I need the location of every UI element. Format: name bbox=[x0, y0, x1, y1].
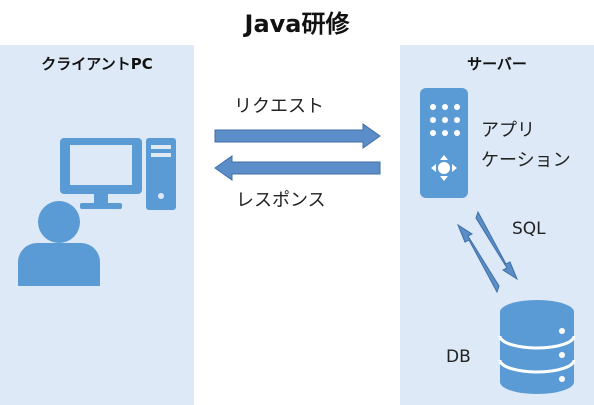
pc-tower-icon bbox=[146, 138, 176, 210]
server-title: サーバー bbox=[467, 55, 527, 73]
page-title: Java研修 bbox=[244, 10, 350, 38]
client-pc-title: クライアントPC bbox=[41, 55, 153, 73]
request-arrow bbox=[214, 123, 381, 149]
db-label: DB bbox=[446, 347, 471, 367]
client-pc-panel: クライアントPC bbox=[0, 45, 194, 405]
database-icon bbox=[498, 300, 576, 394]
request-label: リクエスト bbox=[234, 96, 324, 117]
computer-icon bbox=[60, 138, 142, 209]
application-server-icon bbox=[420, 88, 468, 198]
response-label: レスポンス bbox=[236, 190, 326, 211]
sql-up-arrow bbox=[456, 223, 500, 294]
application-label-line1: アプリ bbox=[481, 120, 535, 141]
user-icon bbox=[18, 201, 100, 286]
sql-label: SQL bbox=[512, 219, 546, 239]
response-arrow bbox=[214, 155, 381, 181]
sql-down-arrow bbox=[475, 210, 519, 281]
application-label-line2: ケーション bbox=[481, 150, 571, 171]
